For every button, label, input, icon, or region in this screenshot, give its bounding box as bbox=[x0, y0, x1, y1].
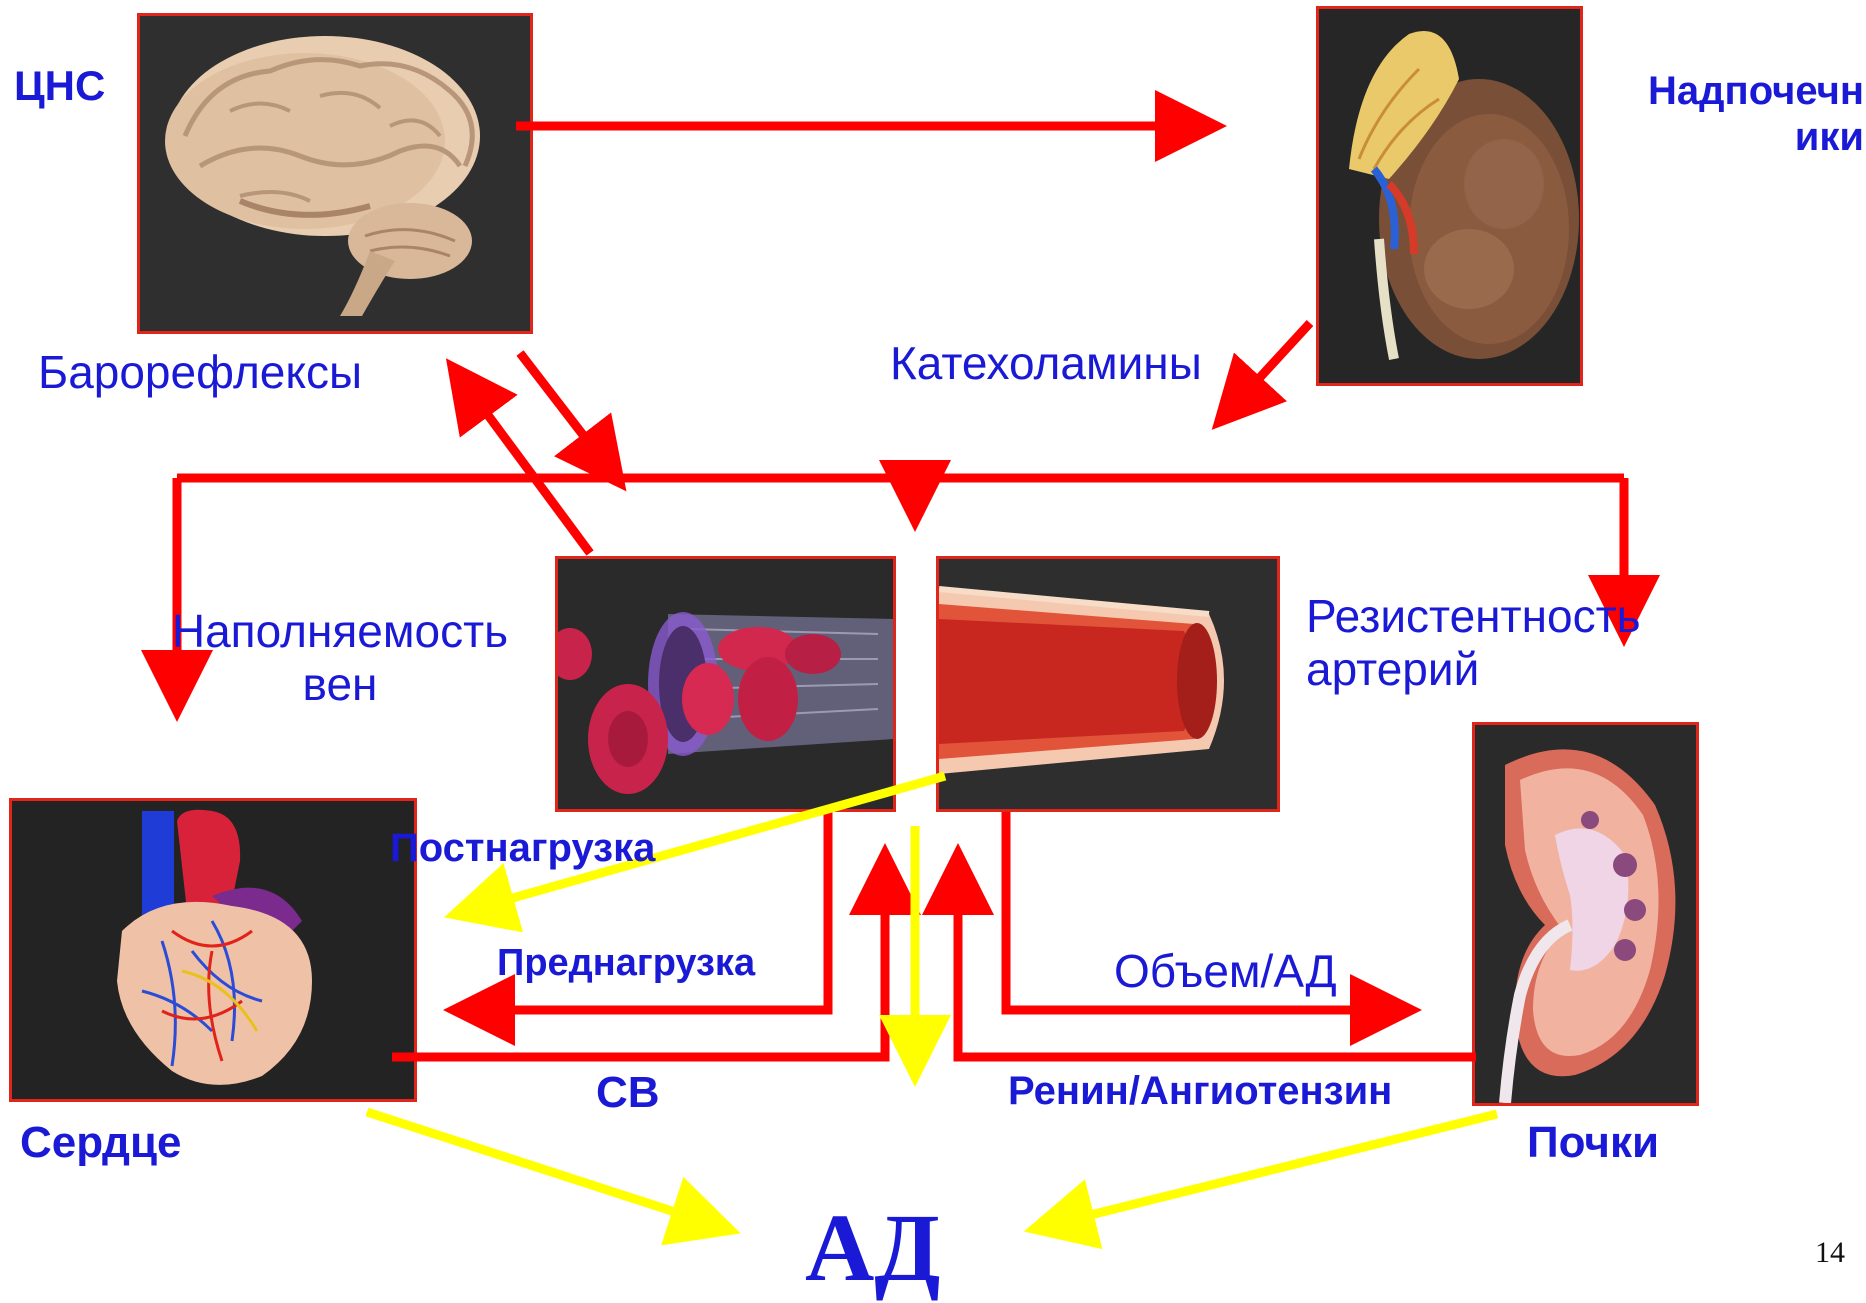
arrow-vessel-to-cns bbox=[462, 380, 590, 553]
cardiac-output-label: СВ bbox=[596, 1068, 660, 1119]
arterial-resistance-label: Резистентность артерий bbox=[1306, 590, 1641, 696]
arrow-heart-to-ad bbox=[367, 1112, 715, 1225]
heart-label: Сердце bbox=[20, 1118, 181, 1169]
cns-label: ЦНС bbox=[14, 62, 105, 110]
arrow-kidney-to-ad bbox=[1050, 1114, 1497, 1225]
slide-number: 14 bbox=[1815, 1236, 1845, 1270]
venous-filling-label: Наполняемость вен bbox=[140, 605, 540, 711]
renin-angiotensin-label: Ренин/Ангиотензин bbox=[1008, 1068, 1392, 1114]
arrow-adrenal-to-bus bbox=[1230, 323, 1310, 410]
blood-pressure-result: АД bbox=[805, 1192, 940, 1303]
kidneys-label: Почки bbox=[1527, 1118, 1659, 1169]
catecholamines-label: Катехоламины bbox=[890, 337, 1202, 390]
preload-label: Преднагрузка bbox=[497, 942, 755, 986]
adrenal-label: Надпочечн ики bbox=[1606, 68, 1864, 160]
afterload-label: Постнагрузка bbox=[390, 825, 655, 871]
baroreflexes-label: Барорефлексы bbox=[38, 346, 362, 399]
arrow-cns-to-vessel bbox=[520, 353, 610, 470]
volume-bp-label: Объем/АД bbox=[1114, 945, 1337, 998]
